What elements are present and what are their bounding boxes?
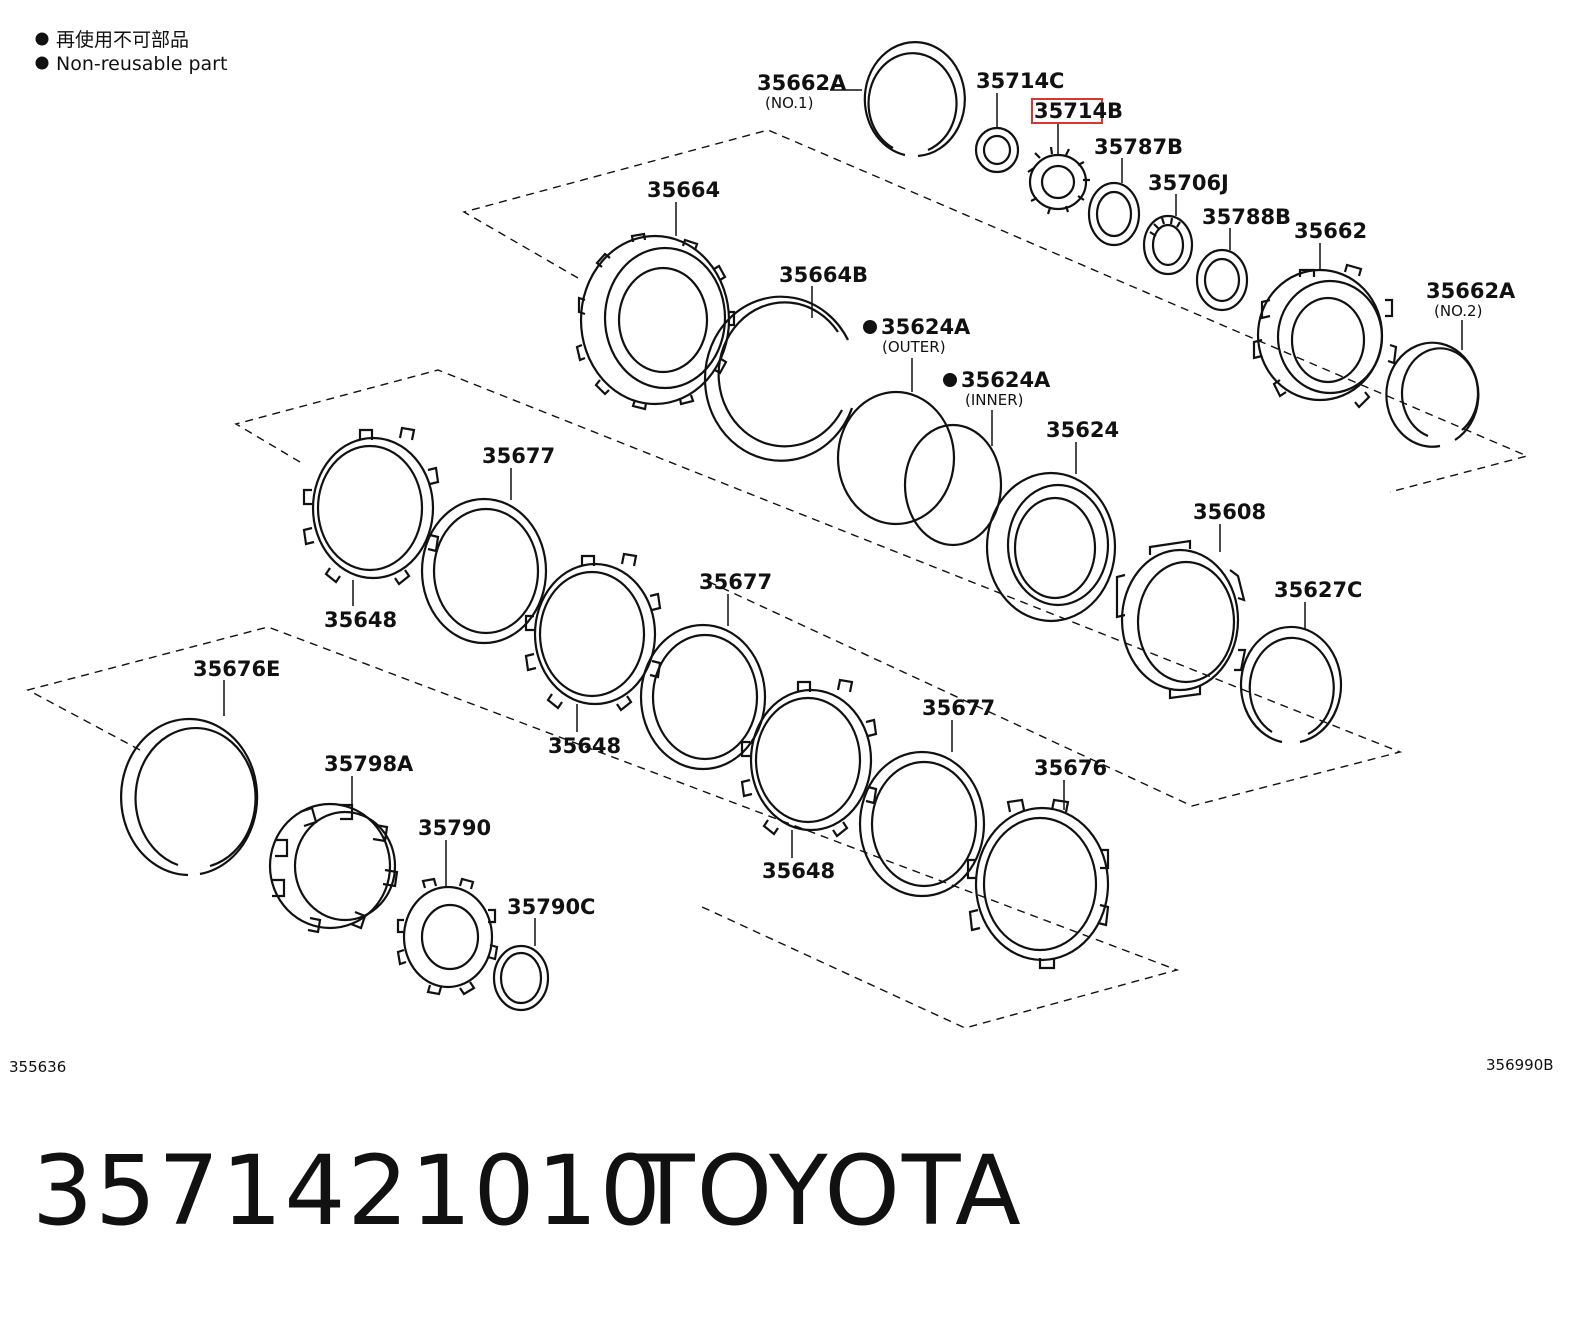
assembly-group-outlines xyxy=(26,129,1530,1029)
one-way-clutch-35798a[interactable] xyxy=(268,802,399,934)
part-label-highlighted[interactable]: 35714B xyxy=(1034,99,1123,123)
part-number-heading: 3571421010 xyxy=(32,1135,663,1247)
group-outline-upper xyxy=(462,129,1530,493)
non-reusable-marker-icon xyxy=(863,320,877,334)
part-label[interactable]: 35627C xyxy=(1274,578,1362,602)
non-reusable-bullet-icon xyxy=(35,32,49,46)
gear-hub-35790[interactable] xyxy=(396,877,499,996)
snap-ring-35627c[interactable] xyxy=(1239,625,1343,744)
legend-jp-text: 再使用不可部品 xyxy=(56,29,189,51)
steel-plate-35648-a[interactable] xyxy=(302,426,440,586)
clutch-drum-35664[interactable] xyxy=(575,232,736,411)
flange-plate-35676[interactable] xyxy=(966,798,1110,970)
washer-35787b[interactable] xyxy=(1087,181,1141,247)
snap-ring-35662a-no2[interactable] xyxy=(1385,341,1480,448)
o-ring-35624a-outer[interactable] xyxy=(836,390,956,526)
group-outline-middle xyxy=(234,369,1403,807)
part-note: (OUTER) xyxy=(882,338,946,356)
part-label[interactable]: 35676 xyxy=(1034,756,1107,780)
spring-retainer-35608[interactable] xyxy=(1115,539,1247,700)
snap-ring-35664b[interactable] xyxy=(703,295,854,462)
part-label[interactable]: 35664B xyxy=(779,263,868,287)
gear-35714b[interactable] xyxy=(1027,146,1090,215)
washer-35790c[interactable] xyxy=(492,944,550,1012)
snap-ring-35662a-no1[interactable] xyxy=(863,41,966,158)
part-label[interactable]: 35677 xyxy=(699,570,772,594)
non-reusable-marker-icon xyxy=(943,373,957,387)
part-label[interactable]: 35714C xyxy=(976,69,1064,93)
part-label[interactable]: 35608 xyxy=(1193,500,1266,524)
part-label[interactable]: 35624A xyxy=(961,368,1051,392)
part-label[interactable]: 35798A xyxy=(324,752,414,776)
snap-ring-35676e[interactable] xyxy=(120,717,259,877)
part-labels: 35662A (NO.1) 35714C 35714B 35787B 35706… xyxy=(193,69,1516,919)
non-reusable-bullet-icon xyxy=(35,56,49,70)
part-label[interactable]: 35662 xyxy=(1294,219,1367,243)
bearing-35706j[interactable] xyxy=(1142,214,1194,276)
piston-35624[interactable] xyxy=(985,471,1117,623)
part-label[interactable]: 35790 xyxy=(418,816,491,840)
part-label[interactable]: 35788B xyxy=(1202,205,1291,229)
part-label[interactable]: 35648 xyxy=(762,859,835,883)
friction-disc-35677-b[interactable] xyxy=(639,623,767,771)
steel-plate-35648-c[interactable] xyxy=(740,678,878,838)
diagram-code-right: 356990B xyxy=(1486,1056,1554,1074)
part-label[interactable]: 35664 xyxy=(647,178,720,202)
part-label[interactable]: 35677 xyxy=(482,444,555,468)
part-label[interactable]: 35648 xyxy=(324,608,397,632)
highlight-box xyxy=(1031,98,1103,124)
part-note: (NO.1) xyxy=(765,94,813,112)
part-label[interactable]: 35662A xyxy=(1426,279,1516,303)
part-label[interactable]: 35787B xyxy=(1094,135,1183,159)
group-outline-lower xyxy=(26,626,1180,1029)
friction-disc-35677-c[interactable] xyxy=(858,750,986,898)
o-ring-35624a-inner[interactable] xyxy=(903,423,1003,547)
part-shapes xyxy=(120,41,1480,1012)
friction-disc-35677-a[interactable] xyxy=(420,497,548,645)
part-label[interactable]: 35706J xyxy=(1148,171,1229,195)
part-label[interactable]: 35790C xyxy=(507,895,595,919)
part-label[interactable]: 35624A xyxy=(881,315,971,339)
part-label[interactable]: 35662A xyxy=(757,71,847,95)
part-label[interactable]: 35677 xyxy=(922,696,995,720)
diagram-code-left: 355636 xyxy=(9,1058,66,1076)
part-note: (INNER) xyxy=(965,391,1023,409)
part-label[interactable]: 35648 xyxy=(548,734,621,758)
washer-35788b[interactable] xyxy=(1195,248,1249,312)
leader-lines xyxy=(223,89,1463,946)
part-label[interactable]: 35624 xyxy=(1046,418,1119,442)
part-note: (NO.2) xyxy=(1434,302,1482,320)
legend-en-text: Non-reusable part xyxy=(56,53,227,75)
part-label[interactable]: 35676E xyxy=(193,657,280,681)
brand-heading: TOYOTA xyxy=(636,1135,1023,1247)
legend: 再使用不可部品 Non-reusable part xyxy=(35,29,227,75)
clutch-hub-35662[interactable] xyxy=(1252,263,1398,409)
thrust-washer-35714c[interactable] xyxy=(974,126,1020,174)
